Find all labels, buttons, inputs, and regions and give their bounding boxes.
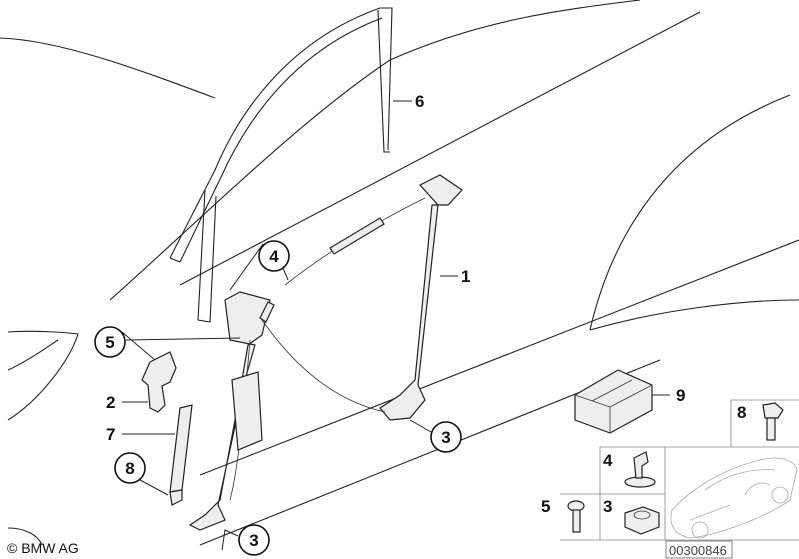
label-6: 6 — [415, 92, 424, 111]
window-regulator-part-1 — [188, 174, 463, 531]
callout-4: 4 — [258, 240, 290, 272]
cover-part-7 — [169, 404, 193, 506]
callout-3-right: 3 — [430, 421, 462, 453]
part-number-box — [665, 540, 733, 559]
car-body-outline — [0, 0, 799, 546]
car-thumbnail — [670, 457, 798, 539]
callout-8: 8 — [114, 452, 146, 484]
callout-5: 5 — [94, 326, 126, 358]
label-2: 2 — [106, 393, 115, 412]
callout-5-label: 5 — [105, 333, 114, 352]
callout-3-bottom-label: 3 — [249, 531, 258, 550]
window-seal-part-6 — [169, 7, 393, 323]
screw-icon — [567, 500, 585, 533]
label-3-panel: 3 — [603, 497, 612, 516]
callout-8-label: 8 — [125, 459, 134, 478]
motor-part-2 — [141, 351, 177, 413]
clip-icon — [624, 451, 656, 488]
callout-3-bottom: 3 — [238, 524, 270, 556]
label-4-panel: 4 — [603, 451, 613, 470]
callout-3-right-label: 3 — [441, 428, 450, 447]
copyright-text: © BMW AG — [7, 540, 79, 556]
label-5-panel: 5 — [541, 497, 550, 516]
hex-bolt-icon — [762, 402, 784, 441]
leader-lines — [121, 100, 670, 551]
callout-4-label: 4 — [269, 247, 279, 266]
kit-box-icon — [574, 369, 653, 434]
small-parts-panel: 9 8 4 5 3 — [541, 369, 799, 541]
label-7: 7 — [106, 425, 115, 444]
part-number: 00300846 — [669, 543, 727, 558]
label-9: 9 — [676, 386, 685, 405]
label-1: 1 — [461, 267, 470, 286]
hex-nut-icon — [624, 506, 660, 535]
label-8-panel: 8 — [737, 403, 746, 422]
